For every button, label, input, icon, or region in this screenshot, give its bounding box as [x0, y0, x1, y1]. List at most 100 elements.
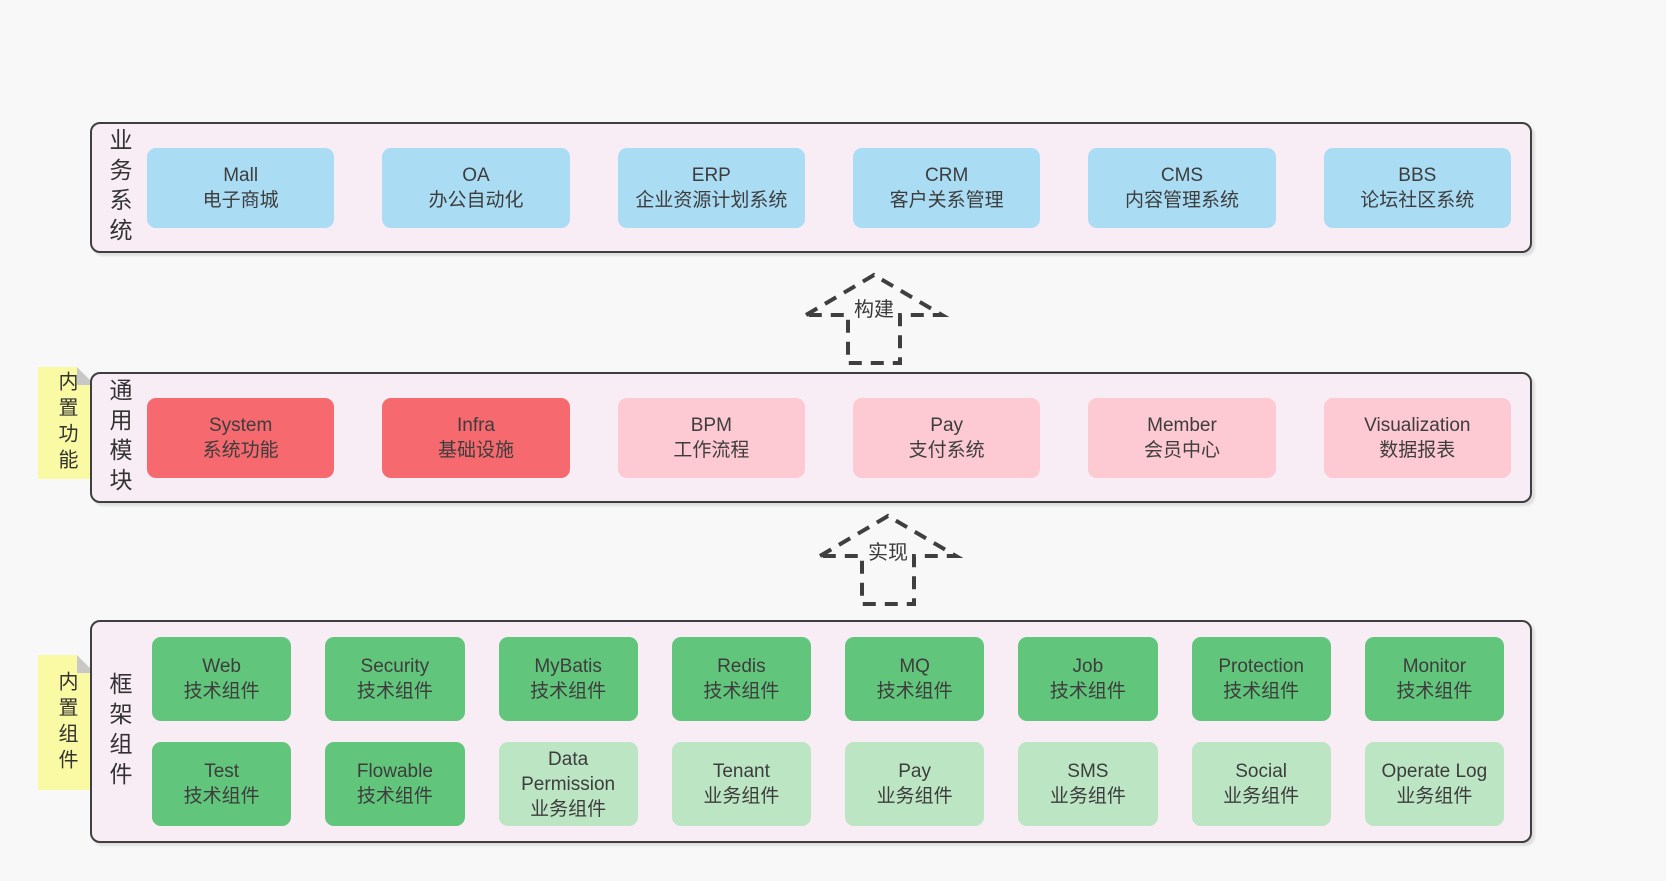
box-subtitle: 技术组件	[1396, 681, 1473, 702]
box-title: Web	[202, 656, 241, 677]
box-subtitle: 内容管理系统	[1124, 189, 1239, 211]
diagram-box-system: System 系统功能	[147, 397, 335, 478]
diagram-box-mq: MQ 技术组件	[845, 637, 985, 721]
box-title: MQ	[899, 656, 930, 677]
diagram-box-security: Security 技术组件	[325, 637, 465, 721]
arrow-build-label: 构建	[851, 297, 897, 323]
box-subtitle: 论坛社区系统	[1360, 189, 1475, 211]
box-subtitle: 系统功能	[202, 439, 279, 461]
box-subtitle: 技术组件	[1223, 681, 1300, 702]
diagram-box-oa: OA 办公自动化	[382, 147, 570, 228]
dashed-up-arrow-build	[798, 272, 950, 365]
box-subtitle: 业务组件	[530, 798, 607, 820]
section-framework-components-label: 框架组件	[106, 671, 132, 792]
box-subtitle: 技术组件	[356, 681, 433, 702]
box-title: BBS	[1398, 164, 1437, 186]
arrow-implement-label: 实现	[865, 540, 911, 566]
box-subtitle: 电子商城	[202, 189, 279, 211]
diagram-box-web: Web 技术组件	[152, 637, 292, 721]
box-title: Pay	[898, 761, 931, 782]
box-subtitle: 基础设施	[437, 439, 514, 461]
business-systems-boxes: Mall 电子商城 OA 办公自动化 ERP 企业资源计划系统 CRM 客户关系…	[147, 124, 1511, 251]
box-title: OA	[462, 164, 490, 186]
diagram-box-sms: SMS 业务组件	[1018, 742, 1158, 826]
box-title: Flowable	[356, 761, 433, 782]
box-subtitle: 技术组件	[183, 681, 260, 702]
sticky-tab-label: 内置组件	[55, 670, 77, 775]
box-subtitle: 客户关系管理	[889, 189, 1004, 211]
diagram-box-erp: ERP 企业资源计划系统	[617, 147, 805, 228]
box-title: BPM	[690, 414, 732, 436]
diagram-box-data-permission: Data Permission 业务组件	[498, 742, 638, 826]
diagram-box-mall: Mall 电子商城	[147, 147, 335, 228]
diagram-box-mybatis: MyBatis 技术组件	[498, 637, 638, 721]
diagram-box-test: Test 技术组件	[152, 742, 292, 826]
box-subtitle: 业务组件	[876, 786, 953, 807]
box-subtitle: 企业资源计划系统	[635, 189, 788, 211]
box-subtitle: 技术组件	[356, 786, 433, 807]
box-title: Operate Log	[1381, 761, 1488, 782]
box-subtitle: 技术组件	[703, 681, 780, 702]
box-subtitle: 技术组件	[876, 681, 953, 702]
box-subtitle: 办公自动化	[428, 189, 524, 211]
dashed-up-arrow-implement	[812, 513, 964, 606]
box-title: Infra	[456, 414, 495, 436]
section-business-systems-label: 业务系统	[106, 127, 132, 248]
box-subtitle: 业务组件	[1396, 786, 1473, 807]
diagram-box-social: Social 业务组件	[1191, 742, 1331, 826]
box-subtitle: 技术组件	[1049, 681, 1126, 702]
box-title: Data Permission	[521, 748, 616, 795]
box-subtitle: 业务组件	[1223, 786, 1300, 807]
diagram-box-tenant: Tenant 业务组件	[671, 742, 811, 826]
sticky-tab-built-in-features: 内置功能	[38, 367, 95, 479]
box-subtitle: 业务组件	[1049, 786, 1126, 807]
box-subtitle: 数据报表	[1379, 439, 1456, 461]
section-common-modules-label: 通用模块	[106, 377, 132, 498]
box-title: Tenant	[712, 761, 770, 782]
diagram-box-protection: Protection 技术组件	[1191, 637, 1331, 721]
box-subtitle: 技术组件	[183, 786, 260, 807]
sticky-tab-built-in-components: 内置组件	[38, 655, 95, 790]
diagram-box-pay-module: Pay 支付系统	[852, 397, 1041, 478]
section-framework-components: 框架组件 Web 技术组件 Security 技术组件 MyBatis 技术组件…	[90, 620, 1532, 843]
box-title: Test	[204, 761, 240, 782]
diagram-box-bpm: BPM 工作流程	[617, 397, 805, 478]
diagram-box-flowable: Flowable 技术组件	[325, 742, 465, 826]
box-title: Mall	[223, 164, 259, 186]
diagram-box-visualization: Visualization 数据报表	[1323, 397, 1511, 478]
section-business-systems: 业务系统 Mall 电子商城 OA 办公自动化 ERP 企业资源计划系统 CRM…	[90, 122, 1532, 253]
box-title: Member	[1147, 414, 1217, 436]
box-title: SMS	[1067, 761, 1109, 782]
box-title: Job	[1072, 656, 1104, 677]
diagram-box-crm: CRM 客户关系管理	[852, 147, 1041, 228]
box-title: System	[208, 414, 273, 436]
diagram-box-infra: Infra 基础设施	[382, 397, 570, 478]
framework-row-1: Web 技术组件 Security 技术组件 MyBatis 技术组件 Redi…	[152, 637, 1504, 721]
box-subtitle: 业务组件	[703, 786, 780, 807]
box-title: Social	[1235, 761, 1287, 782]
box-title: Visualization	[1364, 414, 1471, 436]
diagram-box-job: Job 技术组件	[1018, 637, 1158, 721]
box-subtitle: 支付系统	[908, 439, 985, 461]
box-title: CRM	[925, 164, 969, 186]
box-title: Pay	[930, 414, 964, 436]
framework-components-grid: Web 技术组件 Security 技术组件 MyBatis 技术组件 Redi…	[152, 622, 1504, 841]
box-subtitle: 工作流程	[673, 439, 750, 461]
diagram-box-redis: Redis 技术组件	[671, 637, 811, 721]
box-title: Redis	[717, 656, 766, 677]
diagram-box-bbs: BBS 论坛社区系统	[1323, 147, 1511, 228]
diagram-box-cms: CMS 内容管理系统	[1088, 147, 1276, 228]
diagram-box-member: Member 会员中心	[1088, 397, 1276, 478]
sticky-tab-label: 内置功能	[55, 371, 77, 475]
box-subtitle: 会员中心	[1143, 439, 1220, 461]
box-title: CMS	[1160, 164, 1204, 186]
diagram-box-pay-component: Pay 业务组件	[845, 742, 985, 826]
section-common-modules: 通用模块 System 系统功能 Infra 基础设施 BPM 工作流程 Pay…	[90, 372, 1532, 503]
common-modules-boxes: System 系统功能 Infra 基础设施 BPM 工作流程 Pay 支付系统…	[147, 374, 1511, 501]
arrow-outline	[798, 272, 950, 365]
box-title: Security	[360, 656, 430, 677]
diagram-box-monitor: Monitor 技术组件	[1364, 637, 1504, 721]
diagram-box-operate-log: Operate Log 业务组件	[1364, 742, 1504, 826]
box-subtitle: 技术组件	[530, 681, 607, 702]
box-title: MyBatis	[534, 656, 602, 677]
